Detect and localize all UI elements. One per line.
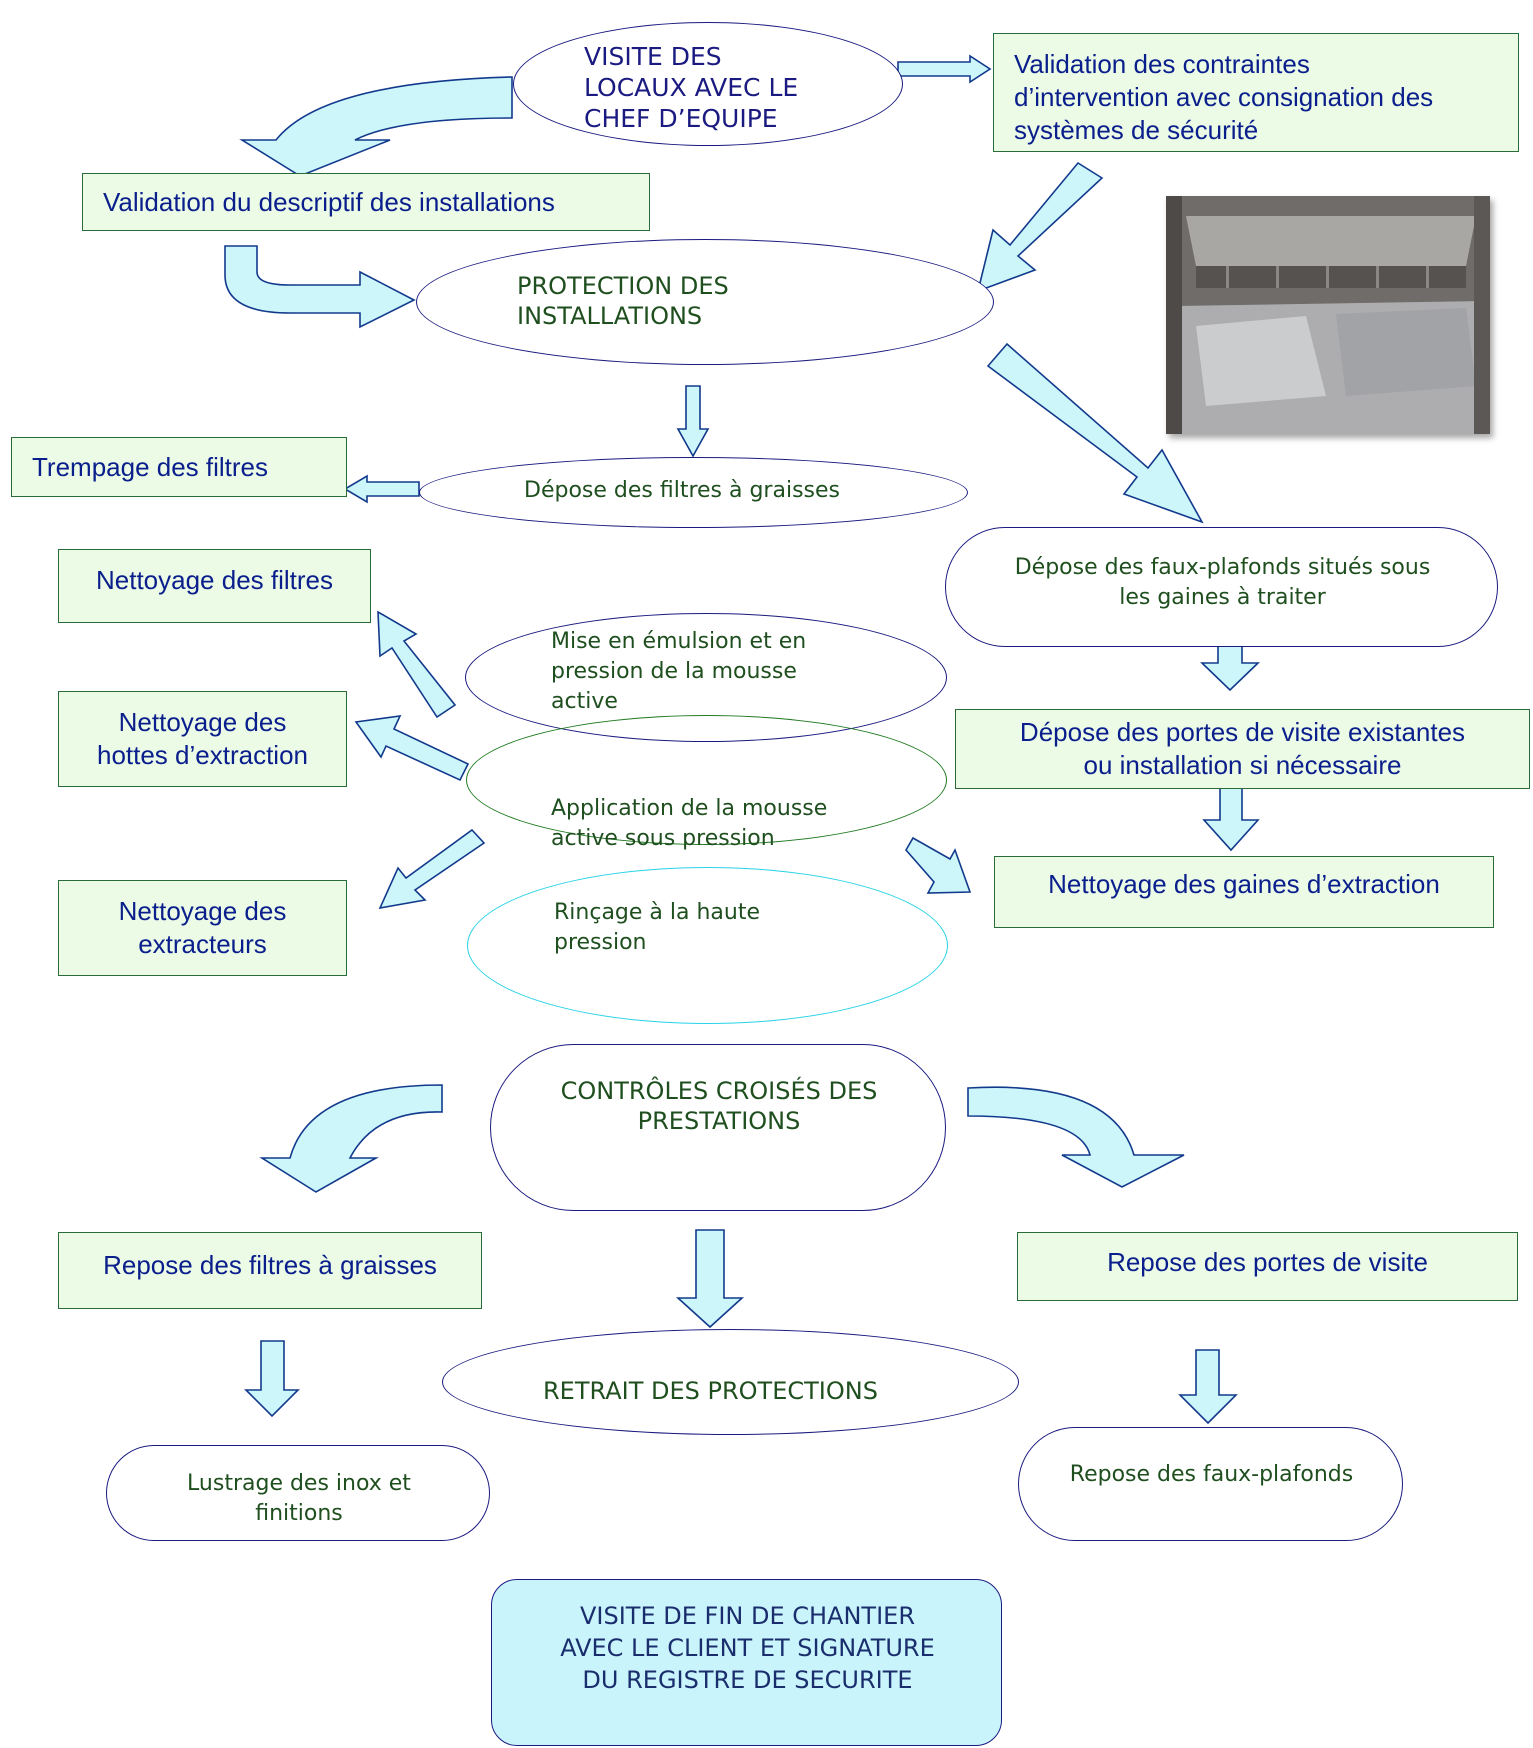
depose-portes-label: Dépose des portes de visite existantes o… [1019,717,1466,780]
controles-croises-label: CONTRÔLES CROISÉS DES PRESTATIONS [560,1077,878,1135]
retrait-protections-label: RETRAIT DES PROTECTIONS [543,1377,878,1405]
depose-filtres-label: Dépose des filtres à graisses [524,478,840,503]
rincage-node: Rinçage à la haute pression [467,867,948,1024]
controles-croises-node: CONTRÔLES CROISÉS DES PRESTATIONS [490,1044,946,1211]
lustrage-label: Lustrage des inox et finitions [187,1471,411,1526]
validation-contraintes-label: Validation des contraintes d’interventio… [1014,49,1434,145]
nettoyage-extracteurs-box: Nettoyage des extracteurs [58,880,347,976]
visite-locaux-node: VISITE DES LOCAUX AVEC LE CHEF D’EQUIPE [513,22,903,146]
hood-photo [1166,196,1490,434]
application-mousse-node: Application de la mousse active sous pre… [466,715,947,851]
arrow-mousse-to-extracteurs [378,828,486,910]
arrow-fauxplafonds-to-portes [1200,639,1260,692]
lustrage-node: Lustrage des inox et finitions [106,1445,490,1541]
nettoyage-filtres-box: Nettoyage des filtres [58,549,371,623]
repose-filtres-label: Repose des filtres à graisses [103,1250,437,1280]
arrow-reposeportes-to-fauxplafonds [1178,1349,1238,1425]
trempage-filtres-label: Trempage des filtres [32,451,269,482]
arrow-filtres-to-trempage [343,474,420,504]
validation-descriptif-label: Validation du descriptif des installatio… [103,186,555,217]
arrow-mousse-to-hottes [354,715,470,782]
repose-portes-label: Repose des portes de visite [1107,1247,1428,1277]
visite-fin-node: VISITE DE FIN DE CHANTIER AVEC LE CLIENT… [491,1579,1002,1746]
visite-fin-label: VISITE DE FIN DE CHANTIER AVEC LE CLIENT… [560,1602,935,1694]
repose-faux-plafonds-node: Repose des faux-plafonds [1018,1427,1403,1541]
arrow-visite-to-contraintes [897,54,992,84]
arrow-mousse-to-gaines [905,836,972,894]
arrow-portes-to-gaines [1202,783,1260,852]
trempage-filtres-box: Trempage des filtres [11,437,347,497]
repose-faux-plafonds-label: Repose des faux-plafonds [1069,1462,1354,1487]
arrow-visite-to-descriptif [239,76,513,177]
arrow-controles-to-retrait [675,1229,745,1329]
depose-faux-plafonds-label: Dépose des faux-plafonds situés sous les… [1014,555,1431,610]
protection-installations-label: PROTECTION DES INSTALLATIONS [517,272,729,330]
mise-emulsion-label: Mise en émulsion et en pression de la mo… [551,629,807,714]
arrow-protection-to-fauxplafonds [986,342,1204,524]
hood-photo-drawing [1166,196,1490,434]
protection-installations-node: PROTECTION DES INSTALLATIONS [416,239,994,365]
validation-contraintes-box: Validation des contraintes d’interventio… [993,33,1519,152]
nettoyage-hottes-box: Nettoyage des hottes d’extraction [58,691,347,787]
repose-filtres-box: Repose des filtres à graisses [58,1232,482,1309]
rincage-label: Rinçage à la haute pression [554,900,761,955]
retrait-protections-node: RETRAIT DES PROTECTIONS [442,1329,1019,1435]
nettoyage-gaines-box: Nettoyage des gaines d’extraction [994,856,1494,928]
arrow-descriptif-to-protection [224,245,416,329]
arrow-controles-to-reposeportes [967,1086,1185,1188]
nettoyage-filtres-label: Nettoyage des filtres [95,565,333,595]
depose-portes-box: Dépose des portes de visite existantes o… [955,709,1530,789]
depose-faux-plafonds-node: Dépose des faux-plafonds situés sous les… [945,527,1498,647]
repose-portes-box: Repose des portes de visite [1017,1232,1518,1301]
nettoyage-hottes-label: Nettoyage des hottes d’extraction [96,707,308,770]
arrow-controles-to-reposefiltres [259,1084,443,1193]
arrow-mousse-to-filtres [377,610,457,719]
validation-descriptif-box: Validation du descriptif des installatio… [82,173,650,231]
depose-filtres-node: Dépose des filtres à graisses [419,457,968,528]
arrow-contraintes-to-protection [976,161,1104,293]
arrow-reposefiltres-to-lustrage [244,1340,300,1418]
nettoyage-gaines-label: Nettoyage des gaines d’extraction [1048,869,1440,899]
visite-locaux-label: VISITE DES LOCAUX AVEC LE CHEF D’EQUIPE [584,42,799,133]
arrow-protection-to-filtres [676,385,710,458]
application-mousse-label: Application de la mousse active sous pre… [551,796,828,851]
nettoyage-extracteurs-label: Nettoyage des extracteurs [118,896,287,959]
